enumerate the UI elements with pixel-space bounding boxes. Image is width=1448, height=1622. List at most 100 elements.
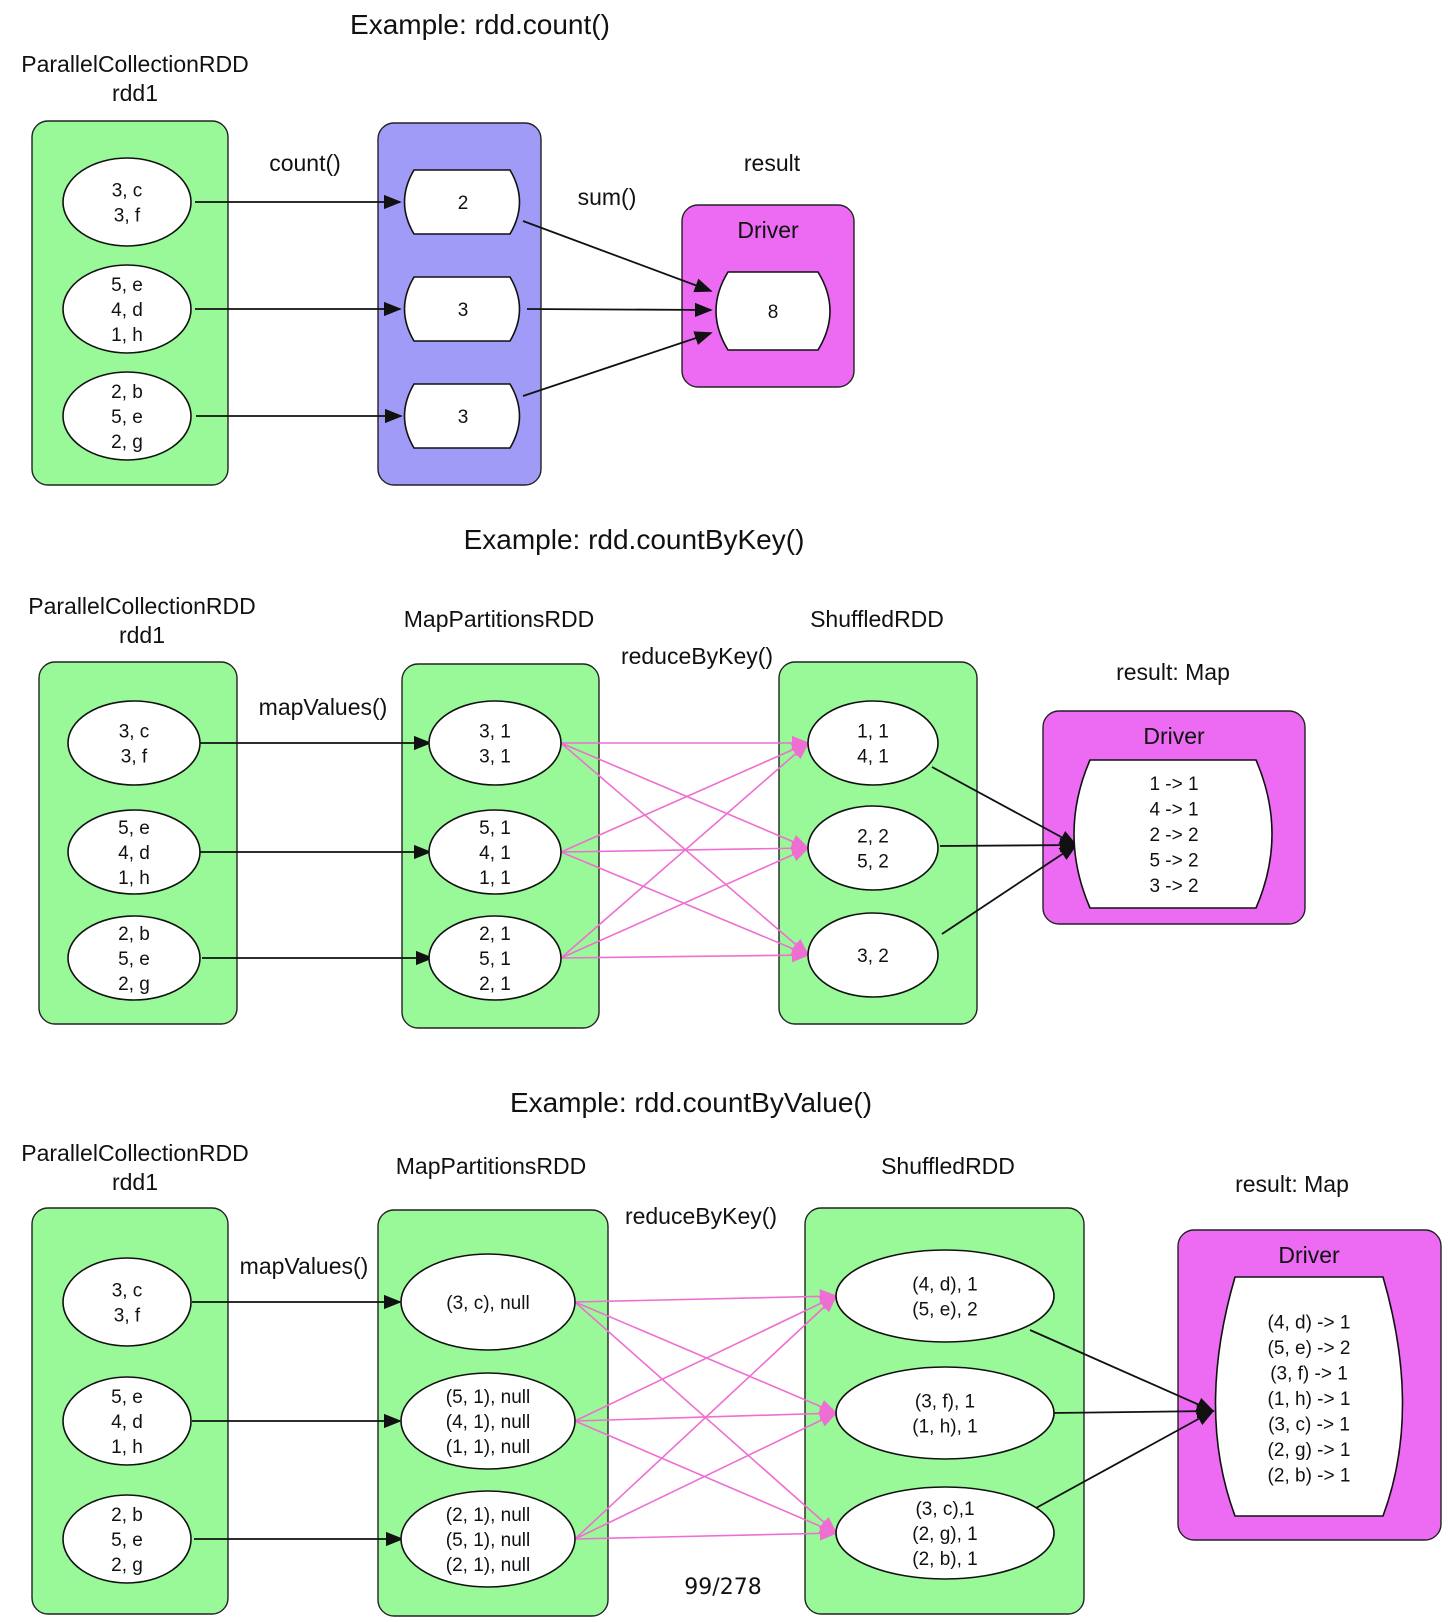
node-record: 5, e <box>111 1387 143 1408</box>
node-record: 4, 1 <box>857 747 889 768</box>
partition-node: (3, c), null <box>400 1253 576 1351</box>
node-record: 2, 1 <box>479 924 511 945</box>
stage-label: ShuffledRDD <box>881 1153 1015 1179</box>
partition-node: 2, b5, e2, g <box>62 1494 192 1584</box>
shuffle-edges <box>560 735 810 963</box>
node-record: (2, 1), null <box>446 1505 530 1526</box>
shuffle-edge <box>560 742 810 849</box>
stage-label: ParallelCollectionRDD <box>28 593 256 619</box>
partition-node: (3, f), 1(1, h), 1 <box>835 1366 1055 1460</box>
result-entry: 3 -> 2 <box>1149 876 1198 897</box>
example-title: Example: rdd.countByKey() <box>464 524 805 555</box>
operation-label: sum() <box>578 184 637 210</box>
node-record: (4, d), 1 <box>912 1275 977 1296</box>
driver-title: Driver <box>737 217 799 243</box>
shuffle-edge <box>574 1412 838 1540</box>
example-countByValue: Example: rdd.countByValue() ParallelColl… <box>21 1087 1442 1617</box>
partition-node: (2, 1), null(5, 1), null(2, 1), null <box>400 1490 576 1588</box>
stage-label: ParallelCollectionRDD <box>21 51 249 77</box>
partition-node: 5, 14, 11, 1 <box>428 809 562 895</box>
result-node: (4, d) -> 1(5, e) -> 2(3, f) -> 1(1, h) … <box>1214 1276 1404 1517</box>
result-entry: (1, h) -> 1 <box>1268 1389 1351 1410</box>
node-record: 4, d <box>111 1412 143 1433</box>
result-entry: (2, b) -> 1 <box>1268 1466 1351 1487</box>
edge <box>1029 1329 1215 1412</box>
node-record: 1, h <box>111 1437 143 1458</box>
result-entry: (5, e) -> 2 <box>1268 1338 1351 1359</box>
example-countByKey: Example: rdd.countByKey() ParallelCollec… <box>28 524 1306 1029</box>
node-record: 4, d <box>118 843 150 864</box>
result-entry: 4 -> 1 <box>1149 800 1198 821</box>
node-record: 2, b <box>111 1505 143 1526</box>
shuffle-edge <box>574 1294 838 1540</box>
node-record: 2, 2 <box>857 827 889 848</box>
node-record: (1, h), 1 <box>912 1417 977 1438</box>
node-record: 3, 2 <box>857 946 889 967</box>
shuffle-edge <box>560 742 810 853</box>
node-record: 3, 1 <box>479 722 511 743</box>
node-record: 2, g <box>111 432 143 453</box>
node-record: (2, b), 1 <box>912 1549 977 1570</box>
edge <box>1051 1404 1215 1419</box>
page-number: 99/278 <box>684 1575 761 1600</box>
partition-node: 5, e 4, d 1, h <box>62 264 192 354</box>
stage-label: ShuffledRDD <box>810 606 944 632</box>
example-title: Example: rdd.count() <box>350 9 610 40</box>
node-record: 3, c <box>112 181 143 202</box>
driver-title: Driver <box>1143 723 1205 749</box>
stage-sublabel: rdd1 <box>112 80 158 106</box>
shuffle-edge <box>560 947 810 963</box>
edge <box>522 331 713 397</box>
svg-text:8: 8 <box>768 302 779 323</box>
node-record: (3, c),1 <box>915 1499 974 1520</box>
node-record: 1, h <box>118 868 150 889</box>
edge <box>1035 1410 1215 1509</box>
edge <box>939 837 1078 853</box>
node-record: 3, c <box>119 722 150 743</box>
partition-nodes: 3, c3, f5, e4, d1, h2, b5, e2, g3, c3, f… <box>62 157 1055 1588</box>
stage-label: ParallelCollectionRDD <box>21 1140 249 1166</box>
node-record: (2, 1), null <box>446 1555 530 1576</box>
partition-node: 5, e 4, d 1, h <box>67 809 201 895</box>
partition-node: 3 <box>403 383 521 449</box>
partition-node: (4, d), 1(5, e), 2 <box>835 1249 1055 1343</box>
partition-node: 3, 2 <box>807 912 939 998</box>
partition-node: 5, e 4, d 1, h <box>62 1376 192 1466</box>
node-record: 2, 1 <box>479 974 511 995</box>
partition-node: (5, 1), null(4, 1), null(1, 1), null <box>400 1372 576 1470</box>
node-record: (2, g), 1 <box>912 1524 977 1545</box>
result-entry: (2, g) -> 1 <box>1268 1440 1351 1461</box>
edge <box>931 766 1078 846</box>
shuffle-edge <box>574 1289 838 1304</box>
operation-label: mapValues() <box>259 694 388 720</box>
node-record: 3, c <box>112 1281 143 1302</box>
node-record: 5, e <box>111 275 143 296</box>
node-record: 3, 1 <box>479 747 511 768</box>
node-record: 4, 1 <box>479 843 511 864</box>
partition-node: 3, c3, f <box>62 157 192 247</box>
node-record: 1, h <box>111 325 143 346</box>
result-entry: 1 -> 1 <box>1149 774 1198 795</box>
partition-node: 3 <box>403 276 521 342</box>
node-record: 3, f <box>114 1306 141 1327</box>
node-record: 1, 1 <box>857 722 889 743</box>
node-record: (4, 1), null <box>446 1412 530 1433</box>
shuffle-edge <box>560 847 810 959</box>
shuffle-edge <box>574 1526 838 1541</box>
result-entry: 5 -> 2 <box>1149 851 1198 872</box>
node-record: (5, 1), null <box>446 1387 530 1408</box>
edge <box>526 302 713 318</box>
node-record: 2, b <box>111 382 143 403</box>
result-label: result: Map <box>1235 1171 1349 1197</box>
svg-text:2: 2 <box>458 193 469 214</box>
node-record: 4, d <box>111 300 143 321</box>
edge <box>941 844 1078 935</box>
example-title: Example: rdd.countByValue() <box>510 1087 872 1118</box>
partition-node: 1, 1 4, 1 <box>807 700 939 786</box>
shuffle-edge <box>560 741 810 959</box>
partition-node: 3, 1 3, 1 <box>428 700 562 786</box>
node-record: 5, e <box>118 818 150 839</box>
node-record: 1, 1 <box>479 868 511 889</box>
svg-text:3: 3 <box>458 300 469 321</box>
